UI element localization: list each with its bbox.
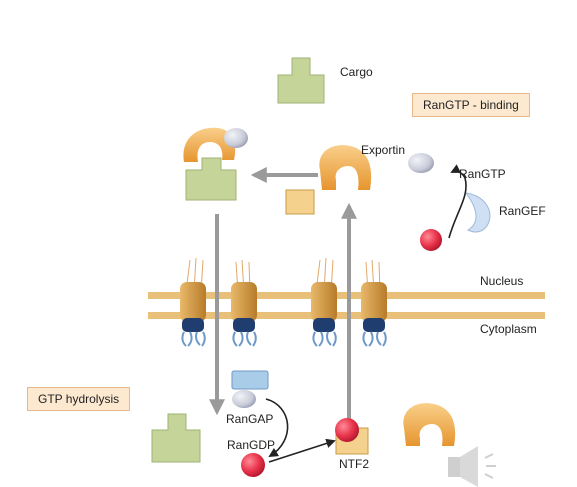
cargo-released — [151, 413, 201, 463]
exportin-released — [403, 403, 456, 446]
ntf2-square-top — [285, 189, 315, 215]
label-rangef: RanGEF — [499, 204, 546, 218]
label-gtp-hydrolysis-box: GTP hydrolysis — [27, 387, 131, 411]
speaker-icon[interactable] — [448, 446, 496, 487]
nuclear-pore-1 — [180, 257, 206, 347]
label-rangtp: RanGTP — [459, 167, 506, 181]
rangap-block — [231, 370, 269, 390]
label-rangdp: RanGDP — [227, 438, 276, 452]
arrow-rangdp-to-ntf2 — [268, 438, 336, 463]
ntf2-bound-ran-sphere — [335, 418, 359, 442]
arrow-gtp-hydrolysis — [265, 398, 289, 458]
exportin-shape — [319, 145, 372, 190]
ran-red-sphere-nucleus — [420, 229, 442, 251]
rangap-grey-sphere — [232, 390, 256, 408]
cargo-shape — [277, 57, 325, 104]
rangdp-sphere — [241, 453, 265, 477]
label-ntf2: NTF2 — [339, 457, 369, 471]
label-rangap: RanGAP — [226, 412, 274, 426]
nuclear-pore-2 — [231, 259, 257, 347]
label-cytoplasm: Cytoplasm — [480, 322, 537, 336]
nuclear-envelope — [148, 292, 545, 319]
label-nucleus: Nucleus — [480, 274, 524, 288]
rangef-crescent — [464, 192, 491, 233]
label-cargo: Cargo — [340, 65, 373, 79]
label-exportin: Exportin — [361, 143, 406, 157]
nuclear-pore-3 — [311, 257, 337, 347]
label-rangtp-binding-box: RanGTP - binding — [412, 93, 530, 117]
arrow-ranGEF — [448, 164, 467, 239]
rangtp-sphere — [408, 153, 434, 173]
nuclear-pore-4 — [361, 259, 387, 347]
export-complex — [183, 127, 248, 201]
